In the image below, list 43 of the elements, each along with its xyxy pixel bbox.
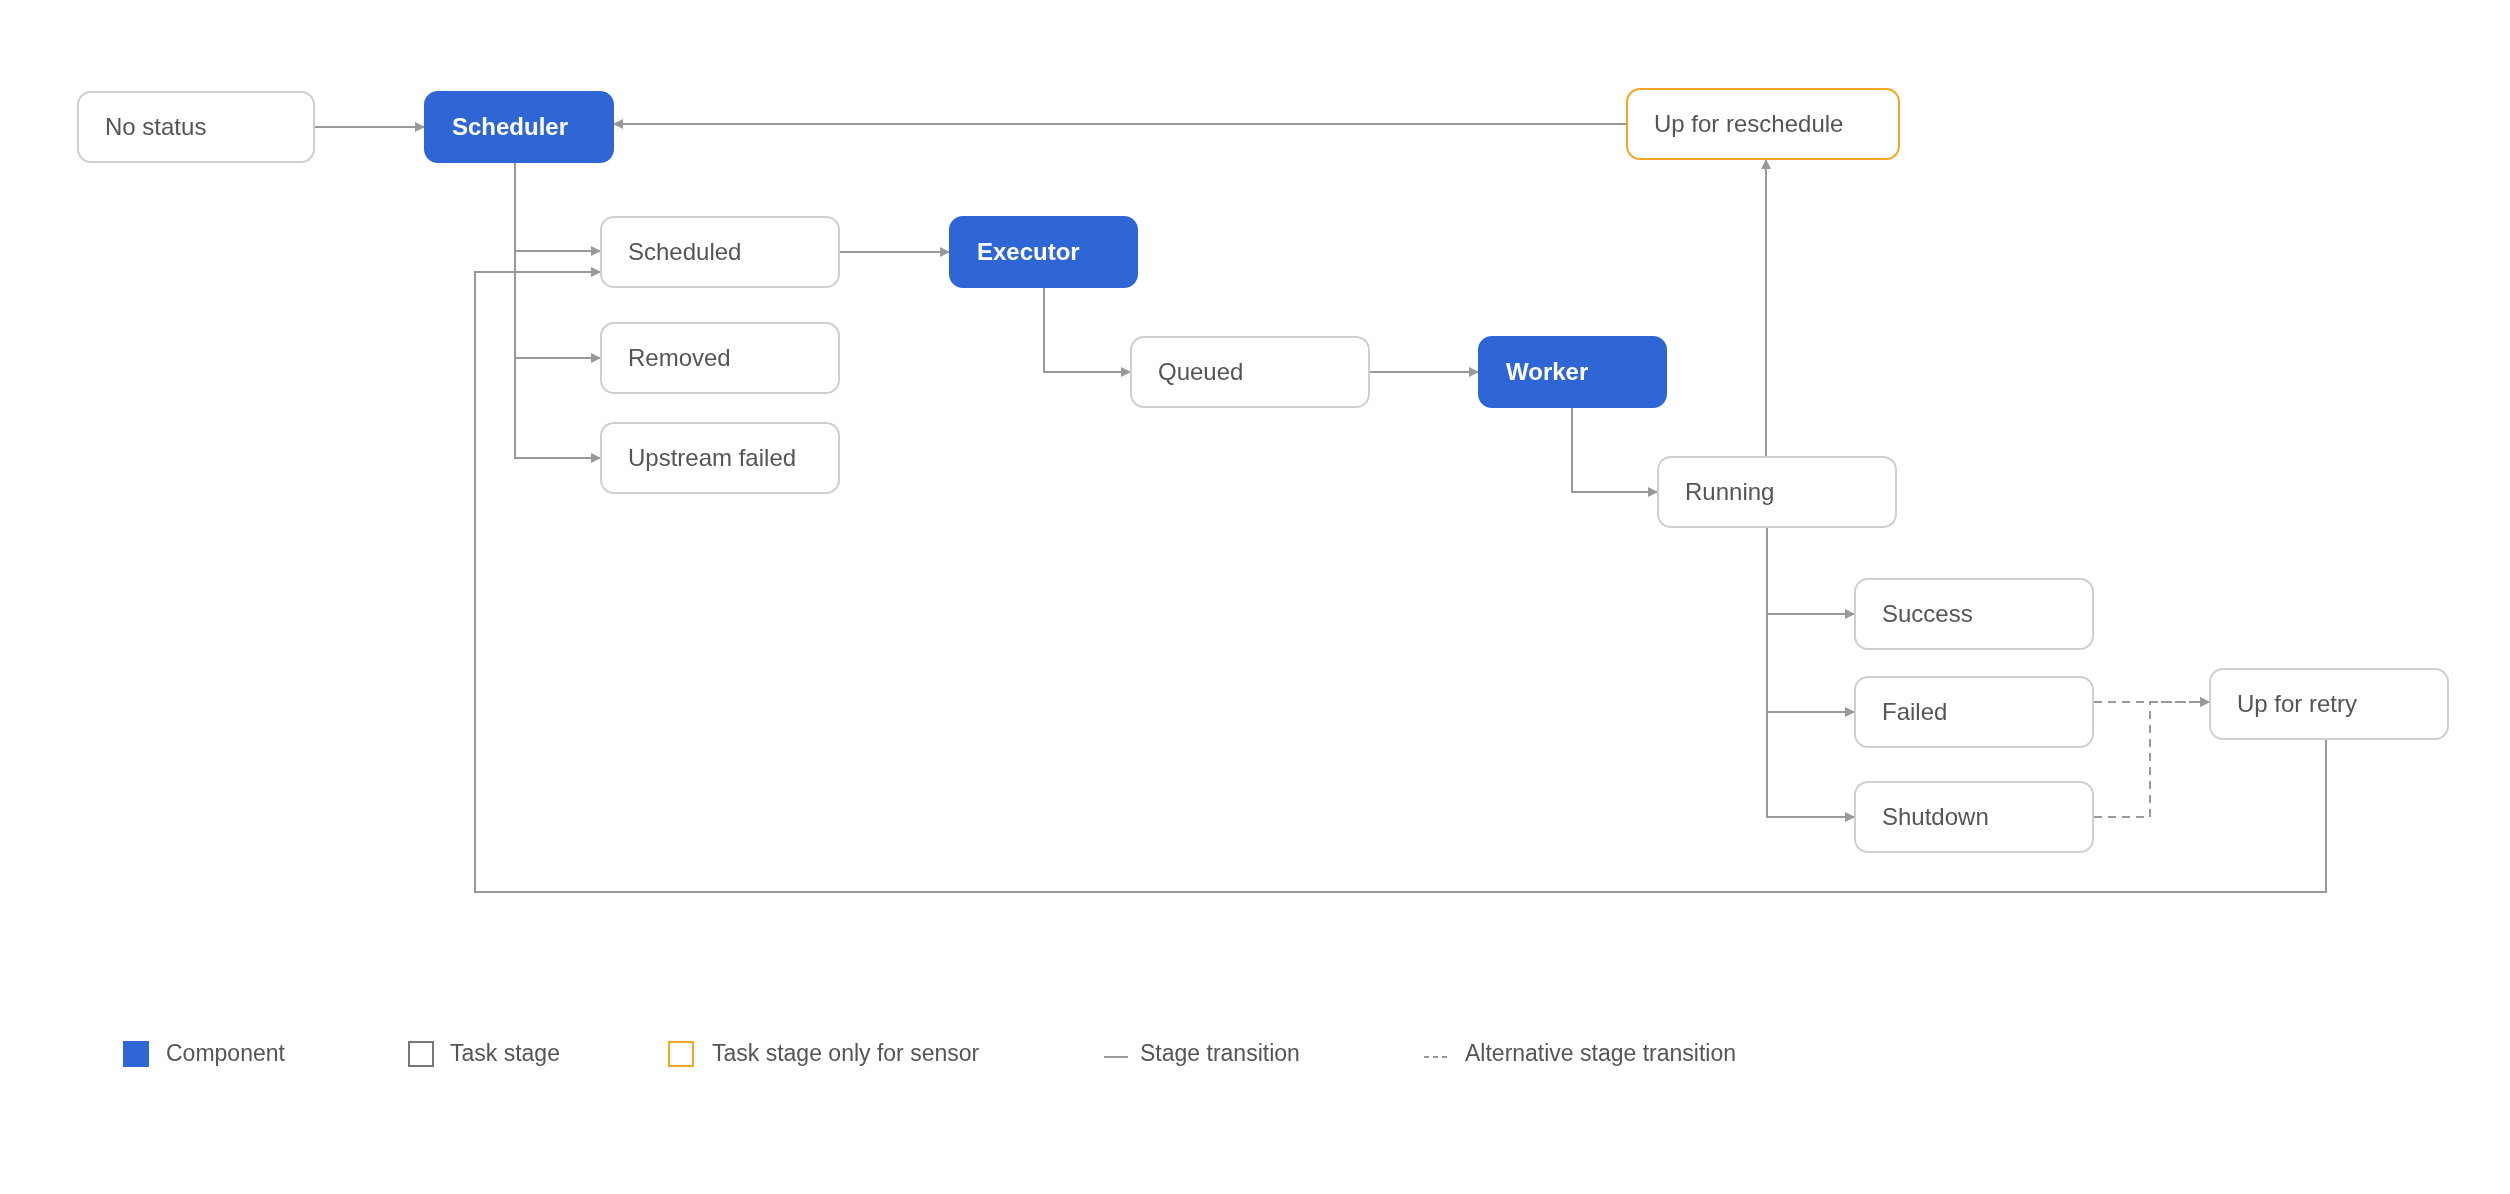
stage-box bbox=[1854, 676, 2094, 748]
node-label: Up for retry bbox=[2237, 690, 2358, 718]
legend-label: Alternative stage transition bbox=[1465, 1040, 1737, 1067]
legend-label: Component bbox=[166, 1040, 285, 1067]
arrow bbox=[613, 119, 1627, 129]
node-label: Removed bbox=[628, 344, 731, 372]
arrow bbox=[1766, 527, 1855, 822]
stage-box bbox=[1626, 88, 1900, 160]
arrow bbox=[314, 122, 425, 132]
node-label: Scheduled bbox=[628, 238, 742, 266]
arrow bbox=[2093, 697, 2210, 818]
node-label: Queued bbox=[1158, 358, 1244, 386]
node-label: Executor bbox=[977, 238, 1080, 266]
stage-box bbox=[1130, 336, 1370, 408]
arrow bbox=[1043, 287, 1131, 377]
component-box bbox=[424, 91, 614, 163]
node-label: Running bbox=[1685, 478, 1775, 506]
stage-box bbox=[600, 322, 840, 394]
arrow bbox=[1571, 407, 1658, 497]
component-box bbox=[1478, 336, 1667, 408]
stage-box bbox=[600, 216, 840, 288]
node-label: Failed bbox=[1882, 698, 1948, 726]
arrow bbox=[474, 267, 2327, 893]
arrow bbox=[839, 247, 950, 257]
node-label: Success bbox=[1882, 600, 1973, 628]
stage-box bbox=[1854, 781, 2094, 853]
stage-box bbox=[2209, 668, 2449, 740]
arrow bbox=[1369, 367, 1479, 377]
arrow bbox=[1761, 159, 1771, 457]
stage-box bbox=[1657, 456, 1897, 528]
node-label: Upstream failed bbox=[628, 444, 797, 472]
legend-label: Stage transition bbox=[1140, 1040, 1300, 1067]
stage-box bbox=[77, 91, 315, 163]
legend-label: Task stage bbox=[450, 1040, 560, 1067]
stage-box bbox=[600, 422, 840, 494]
node-label: Up for reschedule bbox=[1654, 110, 1844, 138]
legend-label: Task stage only for sensor bbox=[712, 1040, 980, 1067]
stage-box bbox=[1854, 578, 2094, 650]
component-box bbox=[949, 216, 1138, 288]
node-label: Worker bbox=[1506, 358, 1589, 386]
node-label: Scheduler bbox=[452, 113, 569, 141]
node-label: Shutdown bbox=[1882, 803, 1989, 831]
node-label: No status bbox=[105, 113, 207, 141]
